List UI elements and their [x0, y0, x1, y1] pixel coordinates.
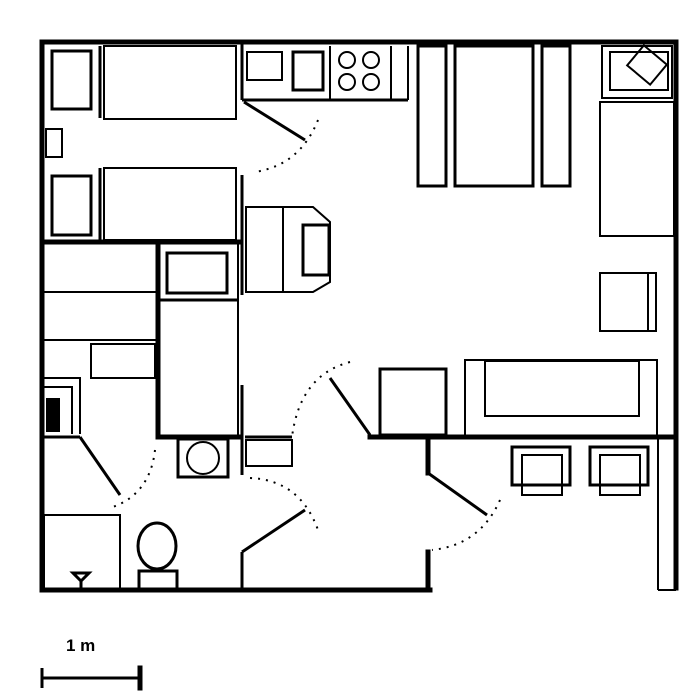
scale-bar [40, 665, 143, 691]
shower [44, 377, 81, 434]
cabinet [378, 367, 448, 437]
door-hall [291, 361, 372, 438]
interior-walls [39, 42, 679, 593]
fireplace [245, 206, 331, 293]
scale-label: 1 m [66, 636, 96, 655]
desk [601, 43, 673, 99]
washing-machine [160, 244, 239, 436]
sofa-top [416, 44, 572, 188]
side-bed [599, 101, 675, 237]
bed-bottom [50, 167, 237, 241]
kitchen-counter [246, 46, 331, 100]
sofa-bottom [464, 359, 658, 437]
wardrobe [44, 291, 156, 379]
stove [338, 46, 409, 100]
round-sink [176, 437, 230, 479]
bed-top [50, 45, 237, 120]
door-kitchen [243, 100, 319, 173]
door-room [427, 471, 501, 551]
chairs [510, 445, 650, 496]
nightstand [45, 128, 63, 158]
toilet [136, 521, 179, 591]
shelf [245, 439, 293, 467]
door-entrance [241, 477, 319, 554]
exterior-walls [39, 39, 679, 593]
door-bathroom [78, 436, 156, 509]
sink-cabinet [43, 514, 121, 590]
armchair [599, 272, 657, 332]
